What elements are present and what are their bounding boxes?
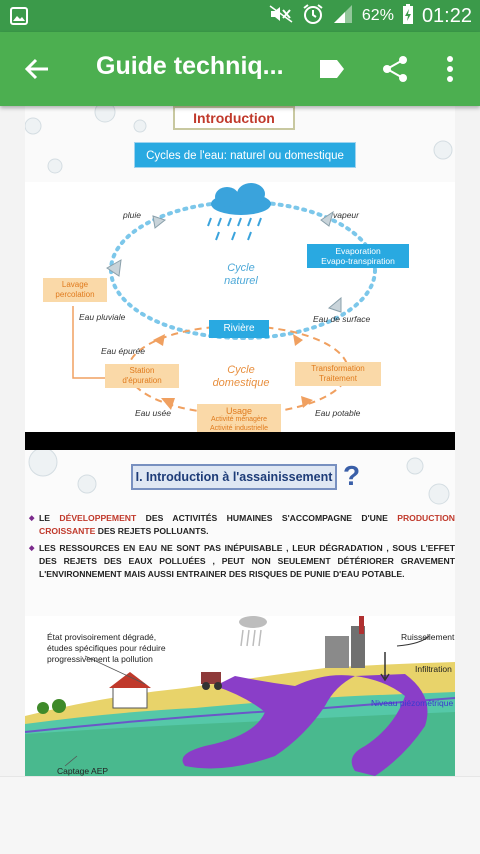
ruissellement-label: Ruissellement [401, 632, 455, 642]
evaporation-box: Evaporation Evapo-transpiration [307, 244, 409, 268]
station-line1: Station [129, 366, 155, 375]
lavage-line2: percolation [55, 290, 95, 299]
cloud-icon [207, 183, 271, 241]
transformation-line1: Transformation [311, 364, 365, 373]
introduction-heading: Introduction [173, 106, 295, 130]
signal-icon [332, 4, 354, 29]
etat-line3: progressivement la pollution [47, 654, 153, 664]
niveau-piezometrique-label: Niveau piézométrique [371, 698, 454, 708]
bullet1-part3: DES ACTIVITÉS HUMAINES S'ACCOMPAGNE D'UN… [136, 513, 398, 523]
bullet-list: LE DÉVELOPPEMENT DES ACTIVITÉS HUMAINES … [29, 512, 455, 585]
captage-aep-label: Captage AEP [57, 766, 109, 776]
label-eau-potable: Eau potable [315, 408, 361, 418]
share-icon[interactable] [380, 54, 410, 84]
section-title: I. Introduction à l'assainissement [131, 464, 337, 490]
usage-line1: Usage [225, 406, 252, 416]
water-drops-decoration [28, 450, 450, 505]
cycle-naturel-line1: Cycle [227, 262, 255, 274]
lavage-line1: Lavage [61, 280, 89, 289]
lavage-box: Lavage percolation [43, 278, 107, 302]
station-line2: d'épuration [122, 376, 162, 385]
water-cycle-diagram: pluie vapeur Evaporation Evapo-transpira… [25, 182, 455, 435]
slide-water-cycles: Introduction Cycles de l'eau: naturel ou… [25, 106, 455, 435]
bullet1-part1: LE [39, 513, 60, 523]
etat-line1: État provisoirement dégradé, [47, 632, 157, 642]
cycle-naturel-line2: naturel [224, 275, 258, 287]
document-viewer[interactable]: Introduction Cycles de l'eau: naturel ou… [25, 106, 455, 776]
slide-separator [25, 432, 455, 450]
label-eau-usee: Eau usée [135, 408, 171, 418]
cycle-domestique-label: Cycle domestique [201, 364, 281, 390]
cycle-domestique-line2: domestique [212, 377, 270, 389]
status-bar: 62% 01:22 [0, 0, 480, 32]
cycle-naturel-label: Cycle naturel [211, 262, 271, 288]
bullet-item: LE DÉVELOPPEMENT DES ACTIVITÉS HUMAINES … [29, 512, 455, 538]
label-eau-epuree: Eau épurée [101, 346, 145, 356]
battery-percentage: 62% [361, 7, 394, 24]
riviere-box: Rivière [209, 320, 269, 338]
etat-line2: études spécifiques pour réduire [47, 643, 166, 653]
slide-assainissement: I. Introduction à l'assainissement ? LE … [25, 450, 455, 776]
usage-line2: Activité ménagère [210, 416, 268, 423]
etat-degrade-label: État provisoirement dégradé, études spéc… [47, 632, 166, 665]
usage-box: Usage Activité ménagère Activité industr… [197, 404, 281, 435]
battery-charging-icon [402, 3, 414, 30]
transformation-line2: Traitement [319, 374, 357, 383]
water-drops-decoration [25, 106, 453, 174]
mute-icon [268, 4, 294, 29]
evaporation-line2: Evapo-transpiration [321, 256, 395, 266]
label-eau-de-surface: Eau de surface [313, 314, 371, 324]
alarm-icon [302, 3, 324, 30]
cycles-subtitle: Cycles de l'eau: naturel ou domestique [134, 142, 356, 168]
infiltration-label: Infiltration [415, 664, 452, 674]
station-epuration-box: Station d'épuration [105, 364, 179, 388]
image-icon [10, 7, 28, 30]
label-pluie: pluie [123, 210, 141, 220]
back-arrow-icon[interactable] [22, 54, 52, 84]
bullet1-highlight1: DÉVELOPPEMENT [59, 513, 137, 523]
bullet1-part5: DES REJETS POLLUANTS. [95, 526, 209, 536]
bottom-empty-area [0, 776, 480, 854]
cycle-domestique-line1: Cycle [227, 364, 255, 376]
page-title: Guide techniq... [96, 52, 284, 80]
question-mark-icon: ? [343, 460, 361, 491]
evaporation-line1: Evaporation [335, 246, 381, 256]
bullet1-highlight2: PRODUCTION CROISSANTE [39, 513, 455, 536]
usage-line3: Activité industrielle [210, 424, 268, 432]
bullet-item: LES RESSOURCES EN EAU NE SONT PAS INÉPUI… [29, 542, 455, 581]
label-vapeur: vapeur [333, 210, 359, 220]
transformation-box: Transformation Traitement [295, 362, 381, 386]
clock-time: 01:22 [421, 4, 472, 27]
label-eau-pluviale: Eau pluviale [79, 312, 126, 322]
pollution-illustration: État provisoirement dégradé, études spéc… [25, 616, 455, 776]
more-vert-icon[interactable] [444, 54, 456, 84]
app-bar: Guide techniq... [0, 32, 480, 106]
tag-icon[interactable] [318, 57, 346, 81]
